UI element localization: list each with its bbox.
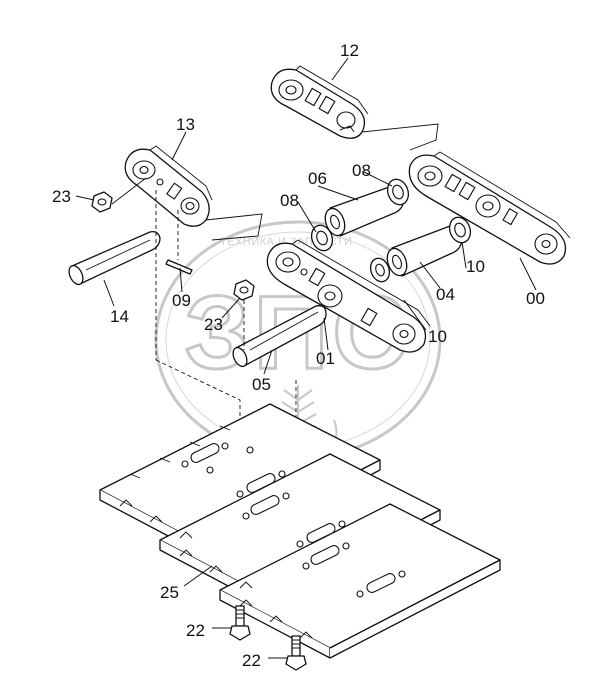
callout-22-right: 22: [242, 651, 261, 670]
track-shoes-part-25: [99, 403, 501, 659]
callout-23-upper: 23: [52, 187, 71, 206]
callout-12: 12: [340, 41, 359, 60]
callout-23-lower: 23: [204, 315, 223, 334]
seal-part-10-upper: [448, 216, 472, 244]
callout-04: 04: [436, 285, 455, 304]
callout-08-right: 08: [352, 161, 371, 180]
bolt-part-22-left: [229, 605, 251, 641]
callout-06: 06: [308, 169, 327, 188]
nut-part-23-lower: [233, 279, 255, 301]
nut-part-23-upper: [91, 191, 113, 213]
callout-08-left: 08: [280, 191, 299, 210]
callout-00: 00: [526, 289, 545, 308]
bolt-part-22-right: [285, 635, 307, 671]
pin-part-14: [68, 230, 161, 286]
callout-10-lower: 10: [428, 327, 447, 346]
callout-09: 09: [172, 291, 191, 310]
callout-labels: 12 13 23 06 08 08 09 14 23 10 04 00 10 0…: [52, 41, 545, 670]
link-part-13: [124, 145, 263, 241]
callout-22-left: 22: [186, 621, 205, 640]
callout-25: 25: [160, 583, 179, 602]
callout-01: 01: [316, 349, 335, 368]
seal-part-10-lower: [369, 257, 391, 283]
callout-leaders: [75, 57, 537, 659]
seal-part-08-left: [310, 224, 334, 252]
callout-05: 05: [252, 375, 271, 394]
pin-part-05: [232, 305, 327, 368]
callout-13: 13: [176, 115, 195, 134]
link-part-00: [408, 151, 571, 265]
callout-14: 14: [110, 307, 129, 326]
callout-10-upper: 10: [466, 257, 485, 276]
seal-part-08-right: [386, 178, 410, 206]
link-part-12: [270, 65, 439, 151]
cotter-part-09: [165, 259, 193, 275]
link-part-01: [266, 239, 431, 353]
